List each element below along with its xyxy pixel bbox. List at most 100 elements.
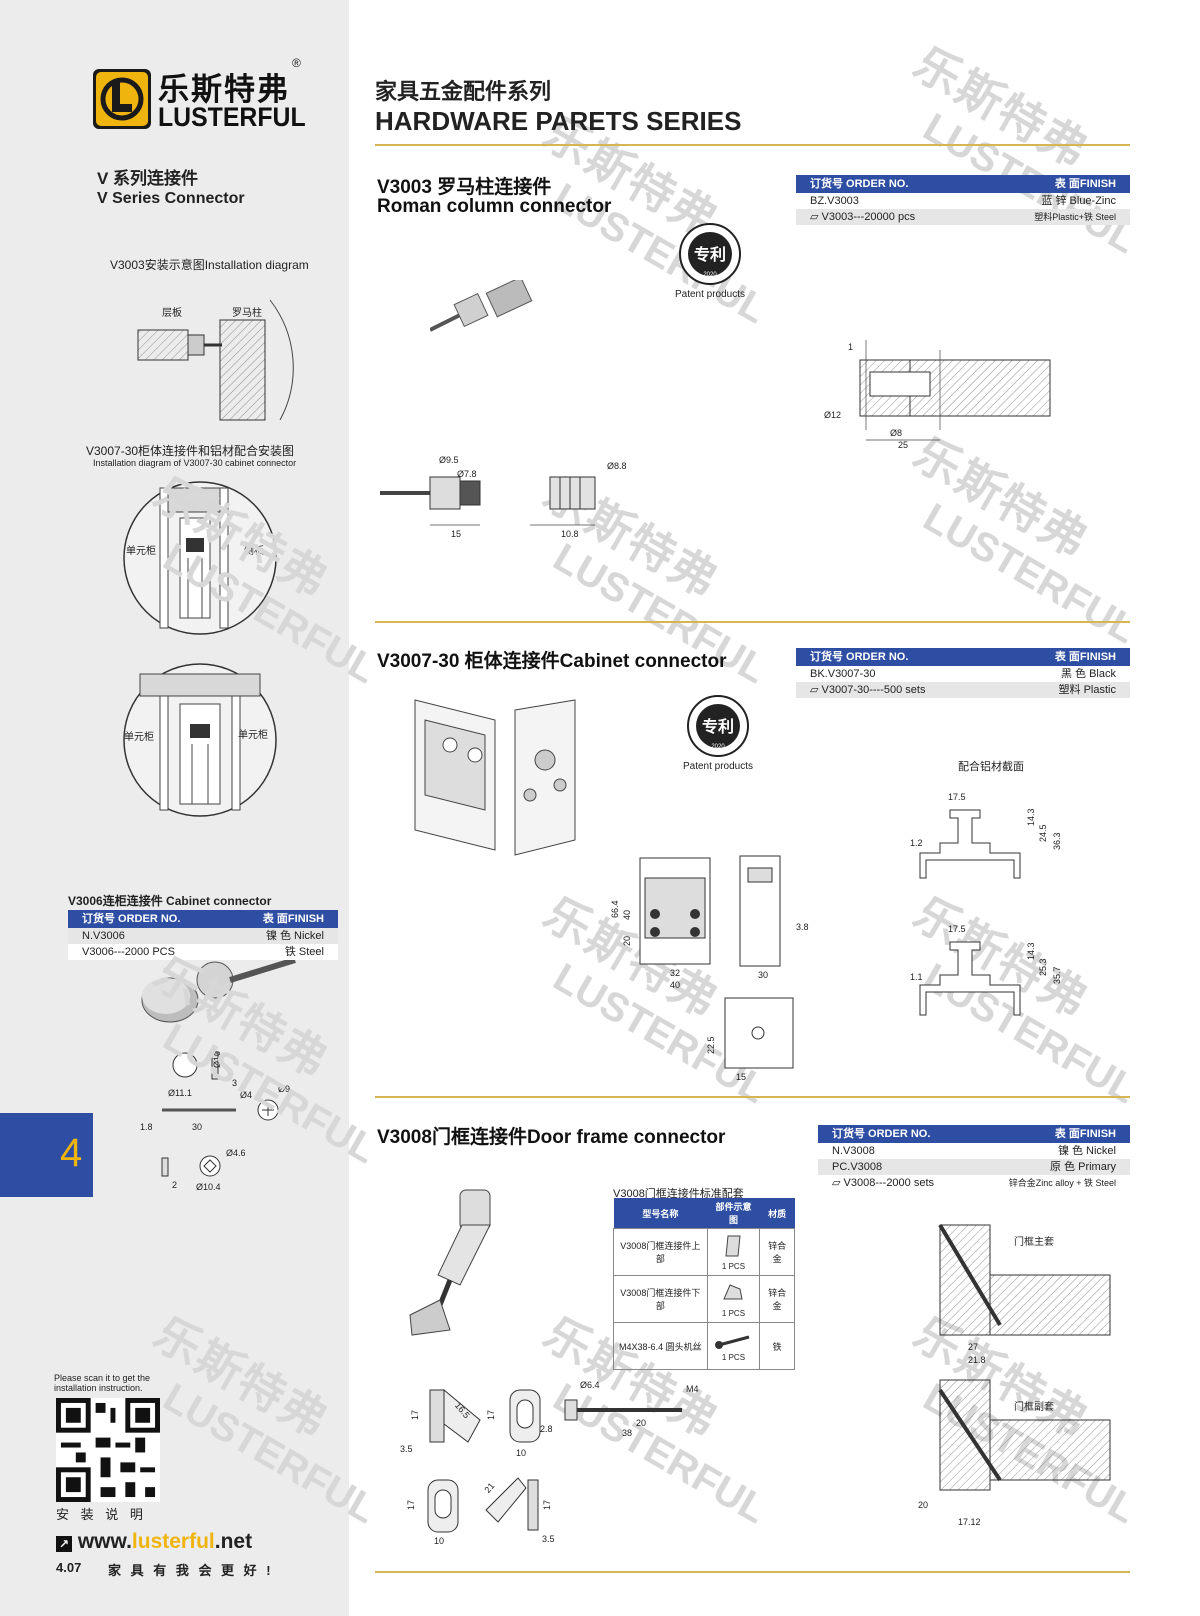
v3006-order-table: 订货号 ORDER NO. 表 面FINISH N.V3006 镍 色 Nick… bbox=[68, 910, 338, 960]
dim-v3006-2: Ø11.1 bbox=[168, 1088, 192, 1098]
box-icon: ▱ bbox=[810, 211, 822, 223]
brand-logo-icon bbox=[93, 69, 151, 129]
dim-v3007-7: 30 bbox=[758, 970, 768, 980]
section-rule bbox=[375, 621, 1130, 623]
v3003-dimension-drawing: Ø9.5 Ø7.8 15 Ø8.8 10.8 bbox=[380, 455, 627, 539]
order-no: ▱ V3008---2000 sets bbox=[832, 1177, 935, 1189]
dim-v3007-9: 15 bbox=[736, 1072, 746, 1082]
dim-v3006-7: 30 bbox=[192, 1122, 202, 1132]
v3006-title: V3006连柜连接件 Cabinet connector bbox=[68, 894, 272, 908]
label-unit-cabinet: 单元柜 bbox=[126, 544, 156, 557]
table-row: N.V3008 镍 色 Nickel bbox=[818, 1143, 1130, 1159]
svg-text:专利: 专利 bbox=[702, 717, 734, 736]
v3006-table-header: 订货号 ORDER NO. 表 面FINISH bbox=[68, 910, 338, 928]
label-main-frame: 门框主套 bbox=[1014, 1235, 1054, 1248]
dim-v3008-16: 27 bbox=[968, 1342, 978, 1352]
v3003-install-caption: V3003安装示意图Installation diagram bbox=[110, 258, 309, 272]
dim-profile2-4: 25.3 bbox=[1038, 958, 1048, 976]
label-sub-frame: 门框副套 bbox=[1014, 1400, 1054, 1413]
v3003-table-header: 订货号 ORDER NO. 表 面FINISH bbox=[796, 175, 1130, 193]
dim-v3006-1: Ø10 bbox=[212, 1051, 222, 1068]
dim-profile2-2: 1.1 bbox=[910, 972, 923, 982]
v3003-title-cn: V3003 罗马柱连接件 bbox=[377, 177, 552, 198]
finish: 黑 色 Black bbox=[1060, 668, 1116, 680]
v3007-profile-2: 17.5 1.1 14.3 25.3 35.7 bbox=[910, 924, 1062, 1016]
part-material: 锌合金 bbox=[759, 1228, 795, 1276]
part-diagram: 1 PCS bbox=[706, 1228, 761, 1276]
finish: 镍 色 Nickel bbox=[1057, 1145, 1116, 1157]
dim-v3008-13: 17 bbox=[542, 1500, 552, 1510]
v3007-title: V3007-30 柜体连接件Cabinet connector bbox=[377, 651, 727, 672]
patent-seal-icon: 专利 2020 bbox=[679, 223, 741, 285]
dim-v3008-6: Ø6.4 bbox=[580, 1380, 600, 1390]
section-rule bbox=[375, 1096, 1130, 1098]
website-suffix: .net bbox=[214, 1530, 253, 1553]
website-link[interactable]: ↗ www.lusterful.net bbox=[56, 1530, 252, 1554]
part-qty: 1 PCS bbox=[721, 1308, 746, 1318]
dim-v3008-8: 20 bbox=[636, 1418, 646, 1428]
lower-part-icon bbox=[723, 1283, 744, 1299]
finish: 塑料Plastic+铁 Steel bbox=[1034, 212, 1116, 222]
svg-text:2020: 2020 bbox=[703, 272, 717, 278]
dim-profile1-5: 36.3 bbox=[1052, 832, 1062, 850]
finish: 锌合金Zinc alloy + 铁 Steel bbox=[1008, 1178, 1116, 1188]
dim-v3007-2: 40 bbox=[622, 910, 632, 920]
dim-v3008-10: 38 bbox=[622, 1428, 632, 1438]
dim-v3008-9: 2.8 bbox=[540, 1424, 553, 1434]
v3008-set-title: V3008门框连接件标准配套 bbox=[613, 1188, 744, 1200]
patent-label: Patent products bbox=[674, 289, 746, 300]
dim-v3007-3: 20 bbox=[622, 936, 632, 946]
v3006-product-drawing: Ø10 Ø11.1 3 Ø4 Ø9 1.8 30 Ø4.6 2 Ø10.4 bbox=[140, 960, 296, 1192]
page-title-en: HARDWARE PARETS SERIES bbox=[375, 106, 742, 136]
finish: 蓝 锌 Blue-Zinc bbox=[1041, 195, 1116, 207]
table-row: ▱ V3007-30----500 sets 塑料 Plastic bbox=[796, 682, 1130, 698]
finish-header: 表 面FINISH bbox=[1054, 1128, 1116, 1140]
order-header: 订货号 ORDER NO. bbox=[832, 1128, 931, 1140]
v3003-product-drawing bbox=[430, 280, 533, 332]
label-side-panel: 侧板 bbox=[244, 544, 264, 557]
dim-v3006-6: 1.8 bbox=[140, 1122, 153, 1132]
part-name: V3008门框连接件上部 bbox=[613, 1228, 708, 1276]
dim-v3003-4: Ø8.8 bbox=[607, 461, 627, 471]
svg-text:专利: 专利 bbox=[694, 245, 726, 264]
dim-v3008-11: 17 bbox=[406, 1500, 416, 1510]
v3007-profile-label: 配合铝材截面 bbox=[958, 761, 1024, 773]
v3007-profile-1: 17.5 1.2 14.3 24.5 36.3 bbox=[910, 792, 1062, 879]
part-qty: 1 PCS bbox=[721, 1352, 746, 1362]
v3007-install-diagram-1: 单元柜 侧板 bbox=[123, 481, 277, 635]
order-header: 订货号 ORDER NO. bbox=[810, 178, 909, 190]
label-roman-column: 罗马柱 bbox=[232, 306, 262, 319]
v3003-order-table: 订货号 ORDER NO. 表 面FINISH BZ.V3003 蓝 锌 Blu… bbox=[796, 175, 1130, 225]
v3008-table-header: 订货号 ORDER NO. 表 面FINISH bbox=[818, 1125, 1130, 1143]
dim-v3003-5: 10.8 bbox=[561, 529, 579, 539]
dim-v3008-1: 17 bbox=[410, 1410, 420, 1420]
order-no: ▱ V3003---20000 pcs bbox=[810, 211, 916, 223]
website-prefix: www. bbox=[77, 1530, 132, 1553]
part-qty: 1 PCS bbox=[721, 1261, 746, 1271]
order-no: PC.V3008 bbox=[832, 1161, 883, 1173]
dim-v3008-14: 10 bbox=[434, 1536, 444, 1546]
box-icon: ▱ bbox=[810, 684, 822, 696]
v3007-product-drawing bbox=[414, 699, 576, 856]
v3008-title: V3008门框连接件Door frame connector bbox=[377, 1127, 726, 1148]
dim-profile1-1: 17.5 bbox=[948, 792, 966, 802]
dim-v3008-18: 20 bbox=[918, 1500, 928, 1510]
svg-text:2020: 2020 bbox=[711, 744, 725, 750]
v3007-dimension-drawing: 66.4 40 20 32 40 3.8 30 22.5 15 bbox=[610, 855, 809, 1082]
box-icon: ▱ bbox=[832, 1177, 844, 1189]
dim-v3008-3: 17 bbox=[486, 1410, 496, 1420]
screw-icon bbox=[715, 1335, 750, 1349]
v3008-dimension-drawing: 17 16.5 17 3.5 10 Ø6.4 M4 20 2.8 38 17 2… bbox=[400, 1380, 699, 1546]
dim-v3006-3: 3 bbox=[232, 1078, 237, 1088]
dim-v3007-8: 22.5 bbox=[706, 1036, 716, 1054]
install-label: 安 装 说 明 bbox=[56, 1507, 147, 1522]
dim-profile1-2: 1.2 bbox=[910, 838, 923, 848]
v3008-set-table: 型号名称 部件示意图 材质 V3008门框连接件上部 1 PCS 锌合金 V30… bbox=[613, 1198, 795, 1370]
patent-seal-icon: 专利 2020 bbox=[687, 695, 749, 757]
qr-code[interactable] bbox=[56, 1398, 160, 1502]
label-unit-cabinet-right: 单元柜 bbox=[238, 728, 268, 741]
dim-profile2-1: 17.5 bbox=[948, 924, 966, 934]
dim-v3003-2: Ø7.8 bbox=[457, 469, 477, 479]
v3008-product-drawing bbox=[409, 1189, 491, 1336]
